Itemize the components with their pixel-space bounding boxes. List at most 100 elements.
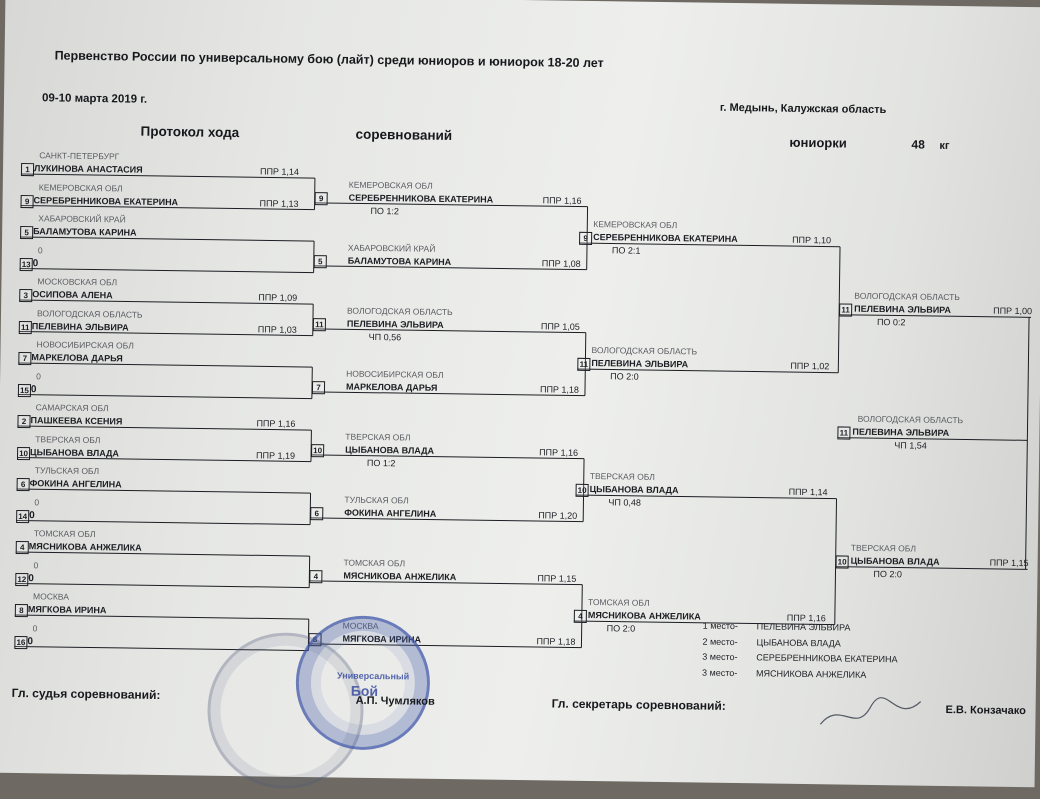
r1-region: САНКТ-ПЕТЕРБУРГ: [39, 150, 119, 162]
r3-competitor-name: ПЕЛЕВИНА ЭЛЬВИРА: [591, 358, 688, 370]
r3-seed-box: 9: [579, 232, 592, 245]
r1-seed-box: 13: [20, 258, 33, 271]
r2-score: ППР 1,18: [540, 384, 579, 396]
r1-score: ППР 1,14: [260, 166, 299, 178]
r1-seed-box: 7: [18, 352, 31, 365]
r1-region: КЕМЕРОВСКАЯ ОБЛ: [39, 182, 123, 194]
r1-region: ВОЛОГОДСКАЯ ОБЛАСТЬ: [37, 308, 143, 320]
r1-score: ППР 1,03: [258, 324, 297, 336]
r3-region: ВОЛОГОДСКАЯ ОБЛАСТЬ: [591, 345, 697, 357]
r4-competitor-name: ЦЫБАНОВА ВЛАДА: [851, 556, 940, 568]
r1-seed-box: 5: [20, 226, 33, 239]
r4-region: ТВЕРСКАЯ ОБЛ: [851, 543, 916, 555]
r2-score: ППР 1,16: [543, 195, 582, 207]
r1-competitor-name: ОСИПОВА АЛЕНА: [32, 289, 113, 301]
r2-region: КЕМЕРОВСКАЯ ОБЛ: [349, 179, 433, 191]
r3-seed-box: 10: [576, 484, 589, 497]
r1-seed-box: 12: [15, 572, 28, 585]
r2-region: ТВЕРСКАЯ ОБЛ: [345, 431, 410, 443]
r3-region: КЕМЕРОВСКАЯ ОБЛ: [593, 219, 677, 231]
r1-competitor-name: 0: [29, 510, 35, 521]
r1-region: ТОМСКАЯ ОБЛ: [34, 528, 96, 540]
r2-note: ЧП 0,56: [369, 332, 402, 343]
chief-secretary-label: Гл. секретарь соревнований:: [552, 696, 726, 712]
r1-seed-box: 15: [18, 383, 31, 396]
r2-seed-box: 5: [314, 255, 327, 268]
r1-seed-box: 9: [20, 195, 33, 208]
r1-competitor-name: 0: [33, 258, 39, 269]
r1-competitor-name: 0: [27, 636, 33, 647]
r1-region: САМАРСКАЯ ОБЛ: [36, 402, 109, 414]
r2-seed-box: 4: [309, 570, 322, 583]
r3-region: ТОМСКАЯ ОБЛ: [588, 597, 650, 609]
r1-seed-box: 16: [14, 635, 27, 648]
r1-competitor-name: ПЕЛЕВИНА ЭЛЬВИРА: [32, 321, 129, 333]
r1-seed-box: 8: [15, 604, 28, 617]
result-place: 1 место-: [703, 621, 738, 632]
r1-underline: [20, 269, 314, 273]
r2-score: ППР 1,18: [536, 636, 575, 648]
r3-note: ЧП 0,48: [608, 497, 641, 508]
final-winner-name: ПЕЛЕВИНА ЭЛЬВИРА: [852, 427, 949, 439]
r2-competitor-name: СЕРЕБРЕННИКОВА ЕКАТЕРИНА: [349, 192, 494, 205]
r4-score: ППР 1,00: [993, 306, 1032, 318]
r2-score: ППР 1,20: [538, 510, 577, 522]
r4-note: ПО 2:0: [873, 569, 902, 580]
r4-seed-box: 10: [836, 556, 849, 569]
r1-region: 0: [33, 623, 38, 634]
result-name: ЦЫБАНОВА ВЛАДА: [756, 637, 840, 649]
result-place: 3 место-: [702, 667, 737, 678]
r1-seed-box: 10: [17, 446, 30, 459]
r2-competitor-name: ПЕЛЕВИНА ЭЛЬВИРА: [347, 318, 444, 330]
r1-score: ППР 1,09: [258, 292, 297, 304]
r3-note: ПО 2:0: [610, 372, 639, 383]
signature-right: [815, 694, 926, 736]
final-note: ЧП 1,54: [894, 440, 927, 451]
r2-score: ППР 1,08: [542, 258, 581, 270]
r2-competitor-name: БАЛАМУТОВА КАРИНА: [348, 255, 452, 267]
r1-seed-box: 11: [19, 320, 32, 333]
r2-competitor-name: ФОКИНА АНГЕЛИНА: [344, 507, 436, 519]
r1-competitor-name: СЕРЕБРЕННИКОВА ЕКАТЕРИНА: [34, 195, 179, 208]
r1-competitor-name: 0: [31, 384, 37, 395]
r1-underline: [16, 520, 310, 524]
chief-judge-label: Гл. судья соревнований:: [12, 686, 161, 702]
r1-region: 0: [34, 497, 39, 508]
r2-seed-box: 10: [311, 444, 324, 457]
r4-seed-box: 11: [839, 304, 852, 317]
r1-competitor-name: БАЛАМУТОВА КАРИНА: [33, 226, 137, 238]
r1-seed-box: 6: [17, 478, 30, 491]
r1-competitor-name: МЯГКОВА ИРИНА: [28, 604, 107, 616]
r2-note: ПО 1:2: [367, 458, 396, 469]
r2-score: ППР 1,05: [541, 321, 580, 333]
r2-score: ППР 1,15: [537, 573, 576, 585]
final-seed-box: 11: [837, 427, 850, 440]
r1-region: 0: [36, 371, 41, 382]
r4-competitor-name: ПЕЛЕВИНА ЭЛЬВИРА: [854, 304, 951, 316]
r2-note: ПО 1:2: [370, 206, 399, 217]
r1-region: 0: [38, 245, 43, 256]
r1-region: ТУЛЬСКАЯ ОБЛ: [35, 465, 99, 477]
r3-seed-box: 4: [574, 610, 587, 623]
r4-note: ПО 0:2: [877, 317, 906, 328]
r1-seed-box: 2: [17, 415, 30, 428]
r1-region: ТВЕРСКАЯ ОБЛ: [35, 434, 100, 446]
result-name: МЯСНИКОВА АНЖЕЛИКА: [756, 668, 866, 681]
r1-competitor-name: 0: [28, 573, 34, 584]
r1-competitor-name: ПАШКЕЕВА КСЕНИЯ: [30, 415, 122, 427]
r3-seed-box: 11: [577, 358, 590, 371]
chief-judge-name: А.П. Чумляков: [356, 695, 435, 708]
r1-score: ППР 1,19: [256, 450, 295, 462]
r1-competitor-name: МЯСНИКОВА АНЖЕЛИКА: [29, 541, 142, 554]
r1-competitor-name: ЛУКИНОВА АНАСТАСИЯ: [34, 163, 143, 176]
r2-seed-box: 6: [310, 507, 323, 520]
r1-competitor-name: ЦЫБАНОВА ВЛАДА: [30, 447, 119, 459]
r1-region: ХАБАРОВСКИЙ КРАЙ: [38, 213, 126, 225]
r1-region: 0: [33, 560, 38, 571]
r2-seed-box: 11: [313, 318, 326, 331]
r1-underline: [15, 583, 309, 587]
r4-score: ППР 1,15: [990, 558, 1029, 570]
r1-underline: [18, 394, 312, 398]
r3-competitor-name: МЯСНИКОВА АНЖЕЛИКА: [588, 610, 701, 623]
